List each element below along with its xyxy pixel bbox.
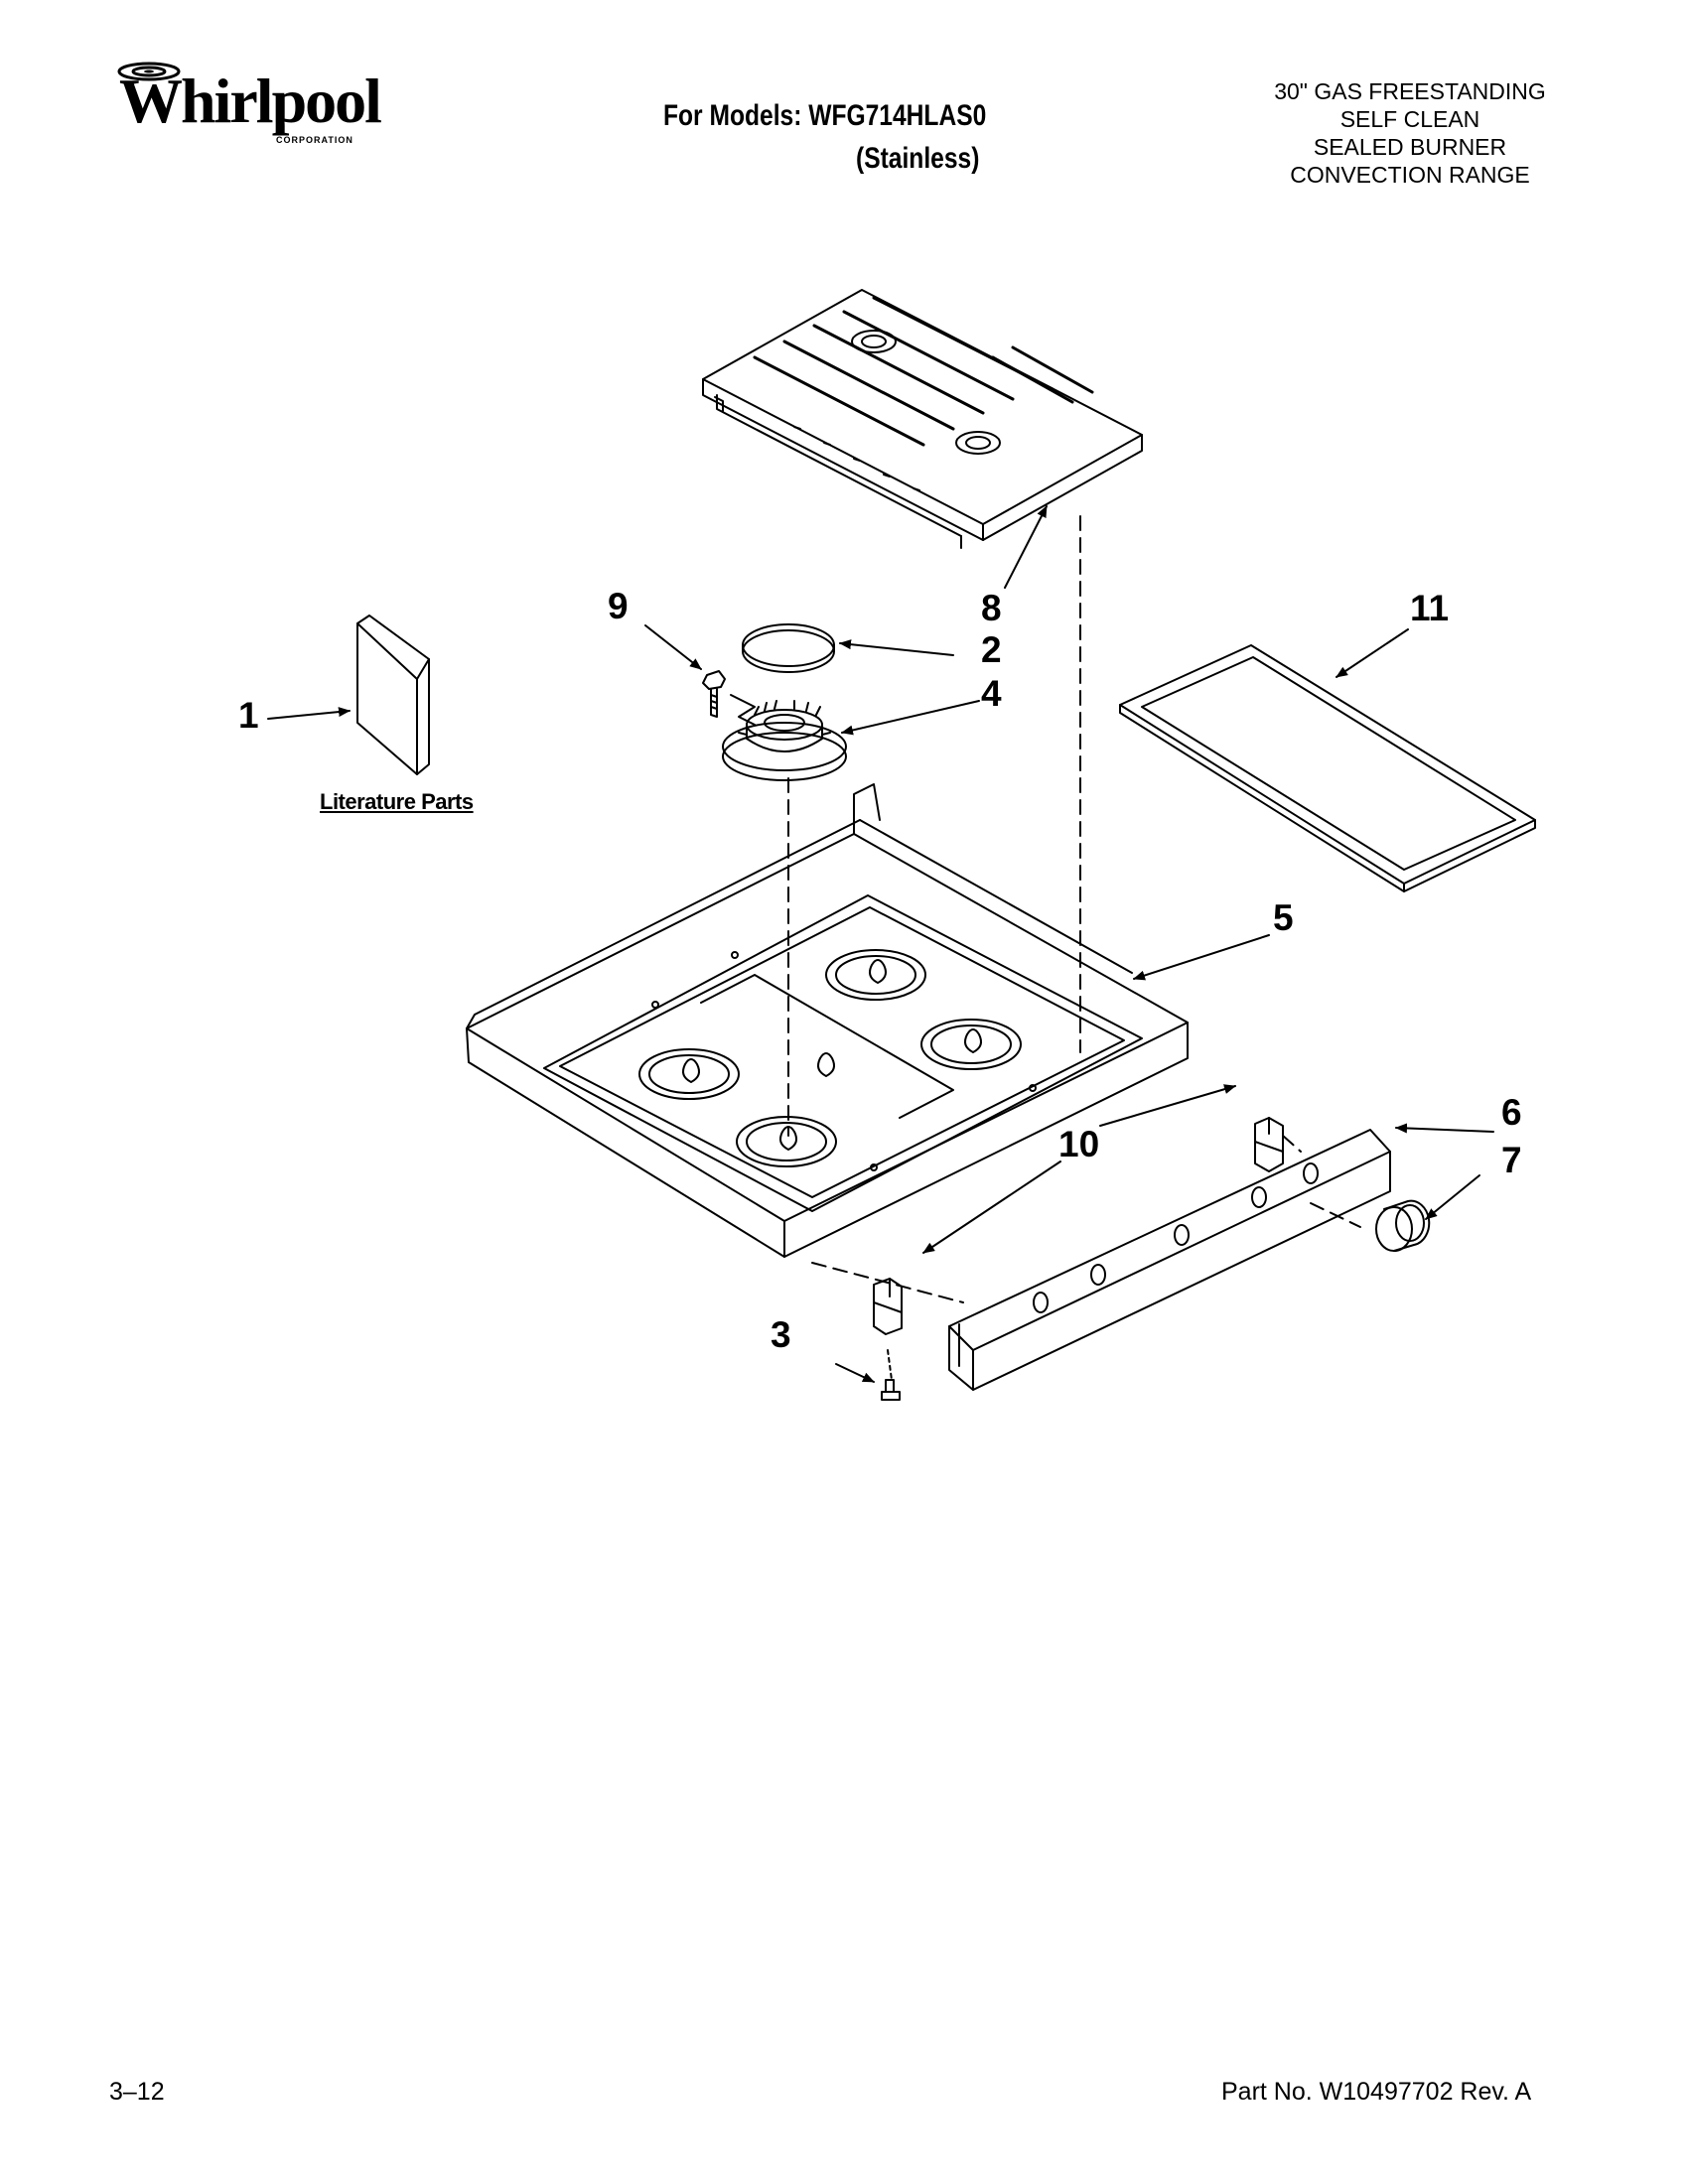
callout-arrows	[267, 505, 1494, 1383]
screw-3-part	[881, 1349, 901, 1401]
grate-part	[702, 289, 1143, 549]
bracket-part-right	[1254, 1117, 1284, 1172]
product-description: 30" GAS FREESTANDING SELF CLEAN SEALED B…	[1231, 77, 1589, 189]
griddle-part	[1119, 644, 1536, 892]
models-line: For Models: WFG714HLAS0	[663, 99, 987, 132]
product-line-3: SEALED BURNER	[1313, 134, 1507, 160]
whirlpool-logo: Whirlpool CORPORATION	[109, 60, 382, 159]
manifold-panel-part	[948, 1129, 1391, 1391]
literature-parts-label: Literature Parts	[320, 789, 474, 814]
callout-6: 6	[1501, 1092, 1522, 1133]
burner-base-part	[722, 700, 847, 781]
screw-9-part	[702, 670, 756, 726]
product-line-1: 30" GAS FREESTANDING	[1274, 78, 1546, 104]
burner-cap-part	[742, 623, 835, 673]
callout-8: 8	[981, 588, 1002, 628]
callout-7: 7	[1501, 1140, 1522, 1180]
part-number: Part No. W10497702 Rev. A	[1221, 2078, 1532, 2106]
logo-corporation: CORPORATION	[276, 135, 353, 145]
bracket-part-left	[873, 1278, 903, 1335]
callout-4: 4	[981, 673, 1002, 714]
callout-9: 9	[608, 586, 629, 626]
callout-11: 11	[1410, 588, 1450, 628]
dashed-alignment-lines	[787, 515, 1361, 1303]
page-code: 3–12	[109, 2078, 165, 2106]
callout-1: 1	[238, 695, 259, 736]
literature-part	[356, 614, 430, 775]
finish-line: (Stainless)	[856, 142, 980, 175]
callout-2: 2	[981, 629, 1002, 670]
product-line-4: CONVECTION RANGE	[1290, 162, 1530, 188]
logo-swoosh-icon	[117, 62, 181, 81]
logo-wordmark: Whirlpool	[119, 66, 382, 136]
callout-10: 10	[1058, 1124, 1100, 1164]
product-line-2: SELF CLEAN	[1339, 106, 1480, 132]
callout-5: 5	[1273, 897, 1294, 938]
callout-3: 3	[771, 1314, 791, 1355]
knob-part	[1375, 1199, 1431, 1252]
cooktop-part	[466, 783, 1189, 1258]
